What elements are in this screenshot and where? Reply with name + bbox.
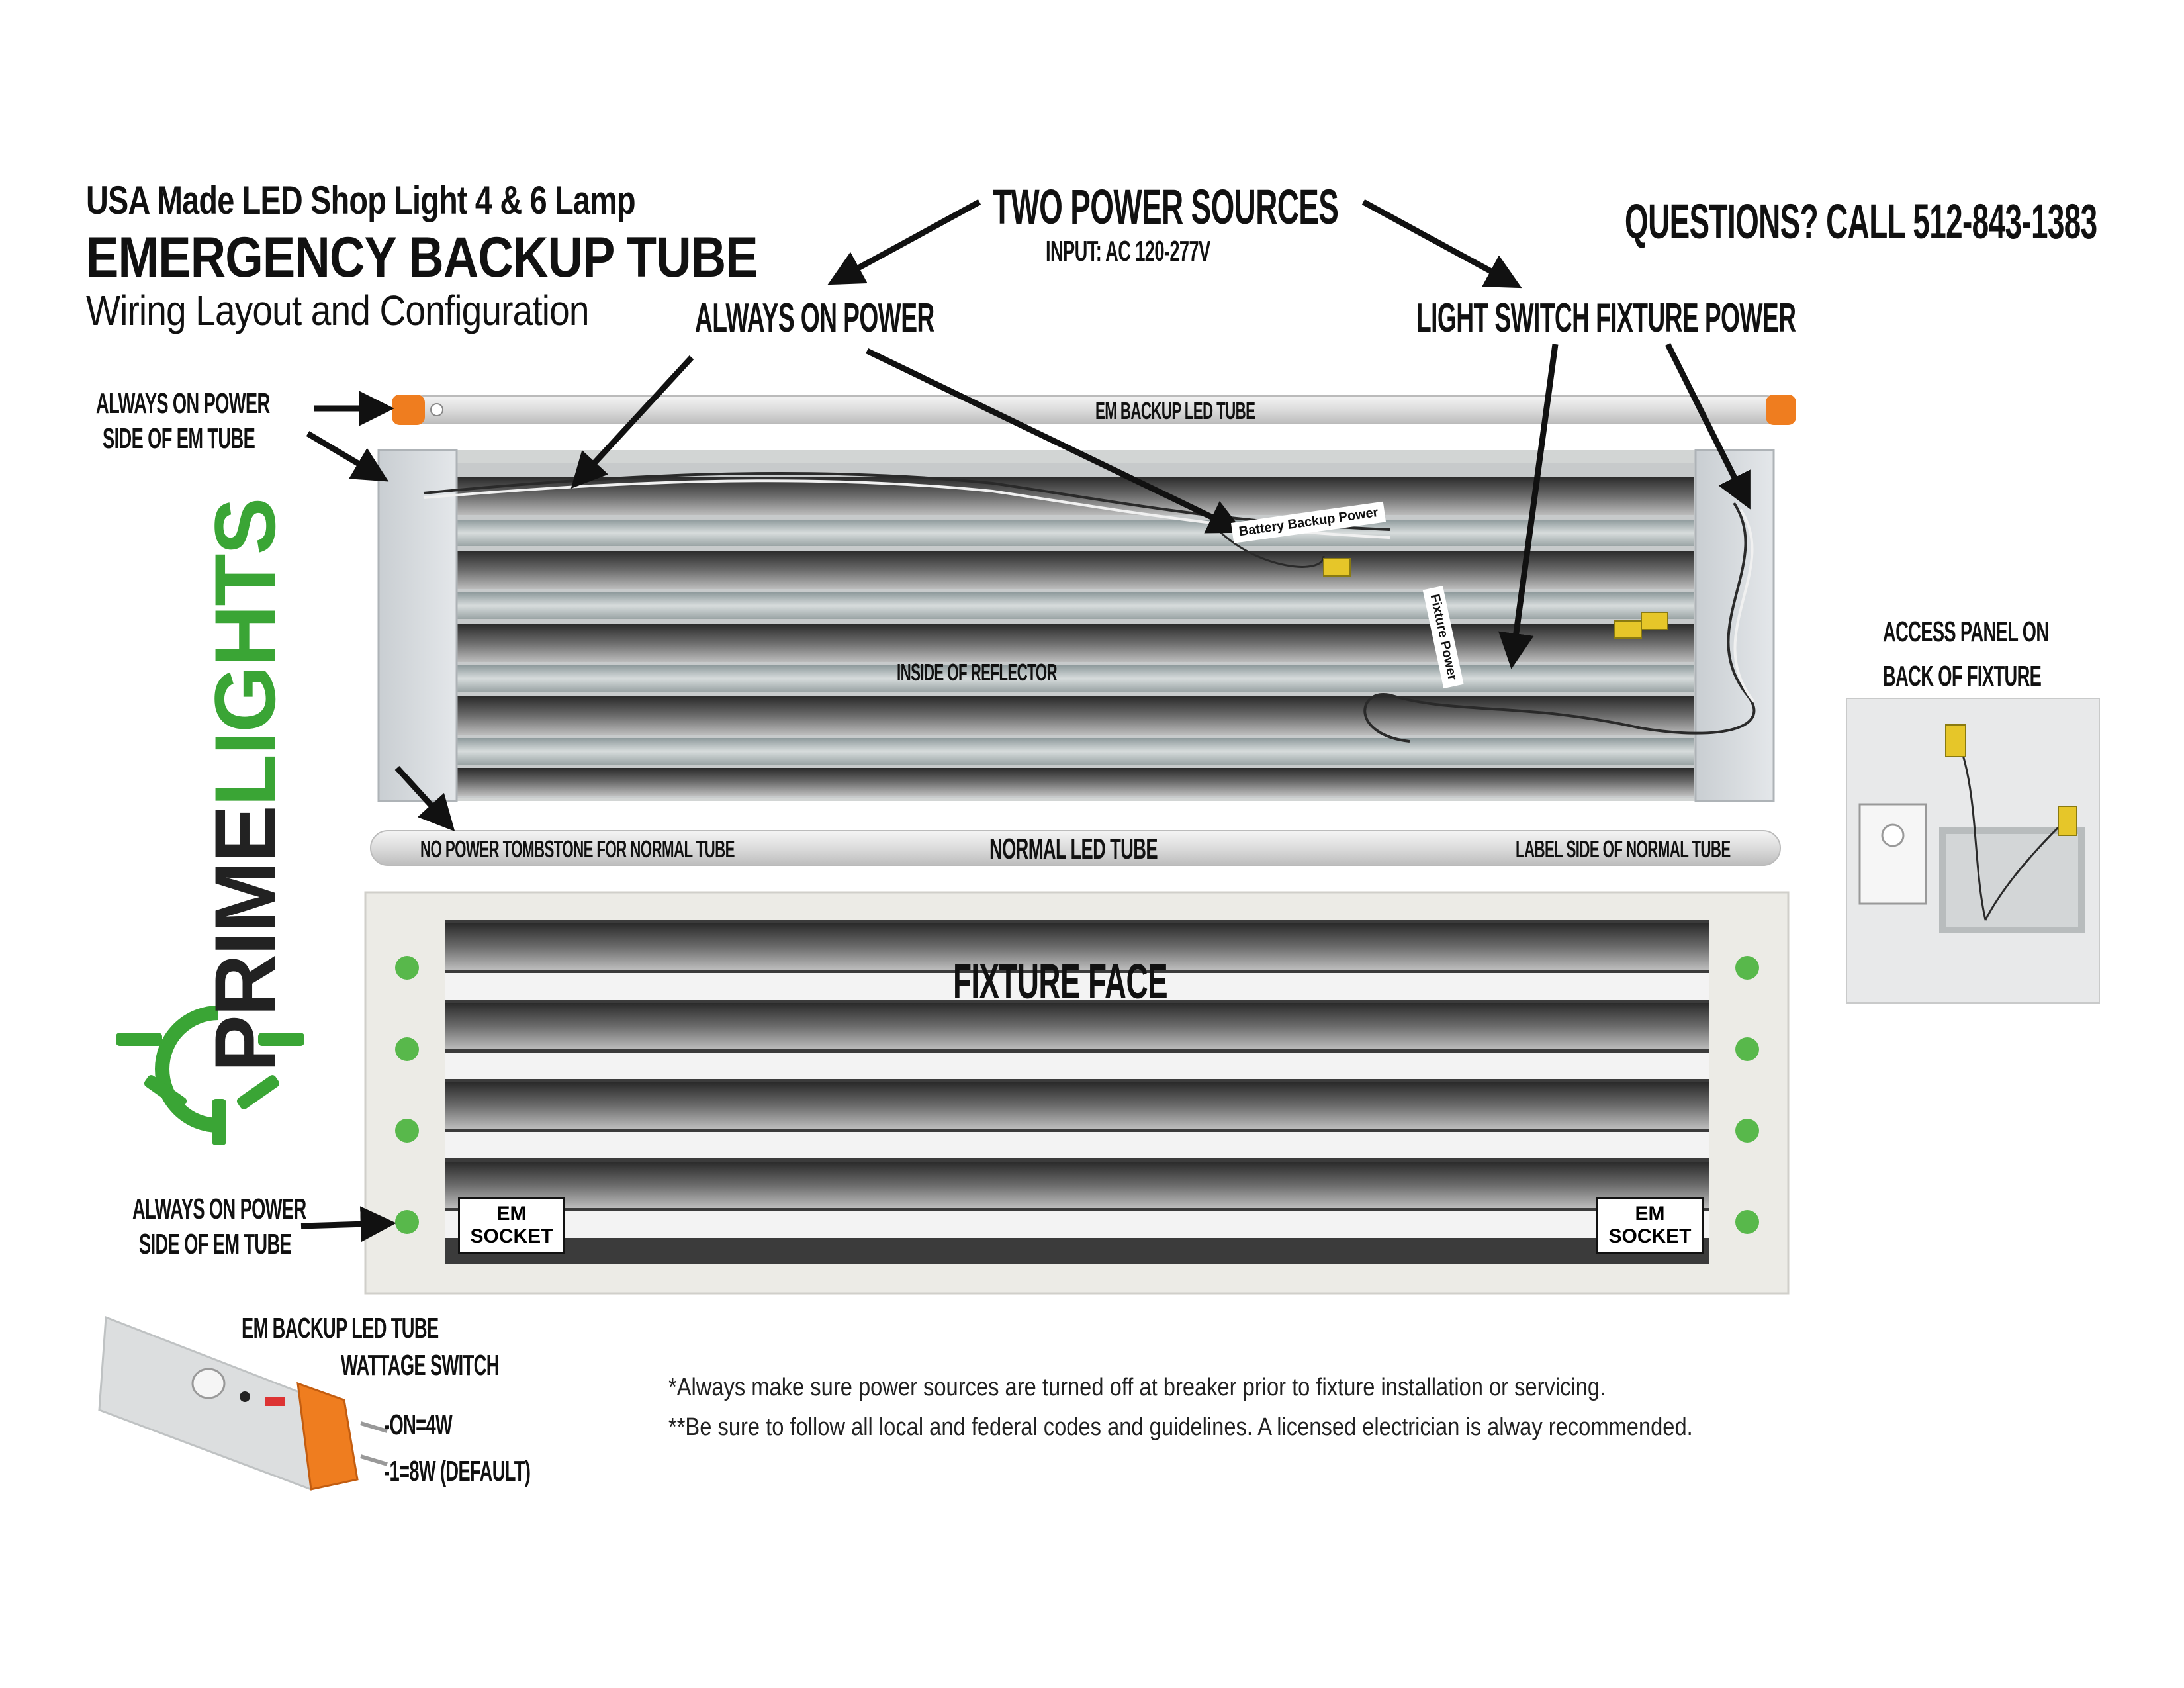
fixture-back-photo (377, 449, 1775, 802)
em-tube-closeup-photo (98, 1315, 388, 1491)
header-subtitle: Wiring Layout and Configuration (86, 287, 590, 334)
two-power-sources-title: TWO POWER SOURCES (993, 179, 1339, 234)
light-switch-power-label: LIGHT SWITCH FIXTURE POWER (1416, 295, 1796, 341)
always-on-power-label: ALWAYS ON POWER (695, 295, 934, 341)
always-on-side-top-line2: SIDE OF EM TUBE (103, 422, 255, 455)
wattage-option-4w: -ON=4W (384, 1409, 453, 1441)
primelights-logo-text: PRIMELIGHTS (197, 498, 293, 1072)
wattage-title-line2: WATTAGE SWITCH (341, 1349, 499, 1382)
wattage-option-8w: -1=8W (DEFAULT) (384, 1455, 531, 1487)
input-voltage: INPUT: AC 120-277V (1046, 235, 1210, 267)
safety-note-1: *Always make sure power sources are turn… (668, 1374, 1606, 1401)
always-on-side-bottom-line1: ALWAYS ON POWER (132, 1193, 306, 1225)
header-line-1: USA Made LED Shop Light 4 & 6 Lamp (86, 178, 636, 222)
em-backup-tube (392, 395, 1796, 425)
access-panel-photo (1846, 698, 2100, 1004)
fixture-face-label: FIXTURE FACE (953, 954, 1168, 1009)
always-on-side-top-line1: ALWAYS ON POWER (96, 387, 270, 420)
no-power-tombstone-label: NO POWER TOMBSTONE FOR NORMAL TUBE (420, 835, 735, 863)
header-title: EMERGENCY BACKUP TUBE (86, 226, 758, 289)
access-panel-line2: BACK OF FIXTURE (1883, 660, 2042, 692)
inside-reflector-label: INSIDE OF REFLECTOR (897, 659, 1058, 686)
normal-led-tube (370, 830, 1781, 866)
always-on-side-bottom-line2: SIDE OF EM TUBE (139, 1228, 292, 1260)
safety-note-2: **Be sure to follow all local and federa… (668, 1413, 1693, 1441)
fixture-face-photo (364, 891, 1790, 1295)
callout-arrows (300, 199, 1751, 1243)
em-backup-tube-label: EM BACKUP LED TUBE (1095, 397, 1255, 424)
access-panel-line1: ACCESS PANEL ON (1883, 616, 2049, 648)
label-side-normal-tube: LABEL SIDE OF NORMAL TUBE (1516, 835, 1731, 863)
wattage-title-line1: EM BACKUP LED TUBE (242, 1312, 439, 1344)
normal-led-tube-label: NORMAL LED TUBE (989, 833, 1158, 865)
primelights-logo-mark (116, 1006, 304, 1145)
questions-phone: QUESTIONS? CALL 512-843-1383 (1625, 194, 2097, 249)
